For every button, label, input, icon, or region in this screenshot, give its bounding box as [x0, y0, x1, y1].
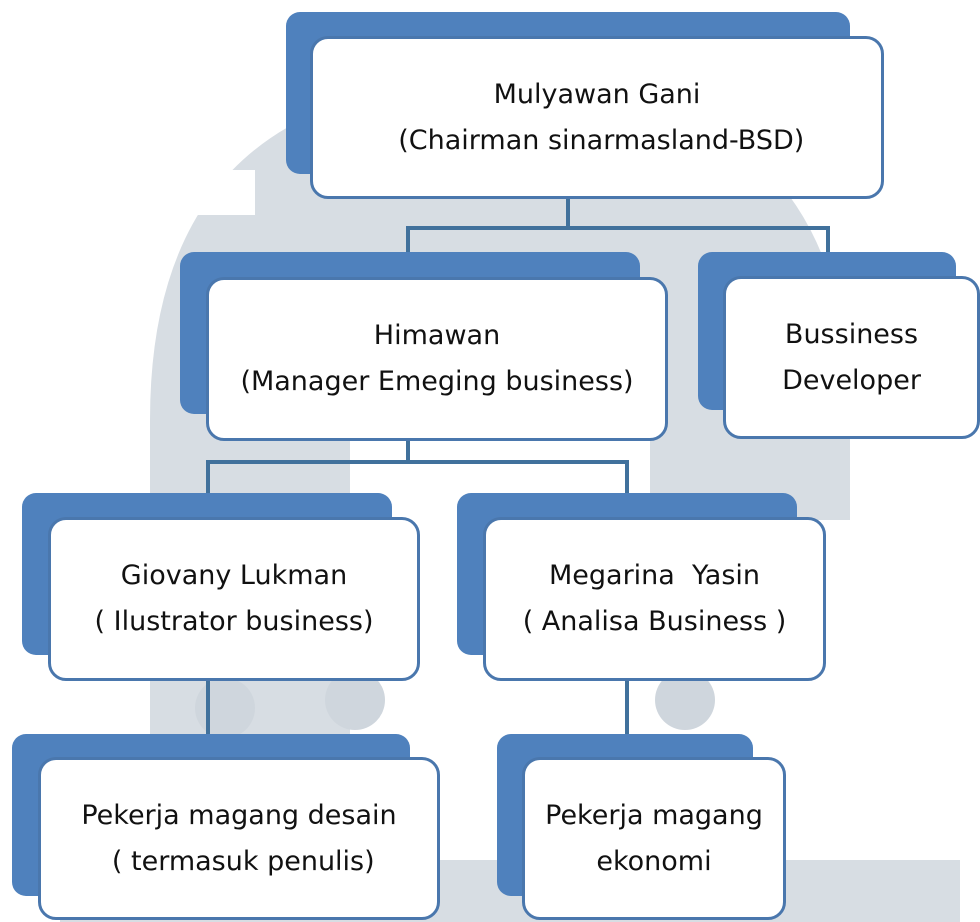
chairman-box: Mulyawan Gani (Chairman sinarmasland-BSD…	[310, 36, 884, 199]
chairman-name: Mulyawan Gani	[493, 78, 701, 110]
illustrator-name: Giovany Lukman	[120, 560, 348, 591]
intern-design-line-2: ( termasuk penulis)	[103, 845, 375, 877]
manager-name: Himawan	[373, 320, 501, 351]
illustrator-title: ( Ilustrator business)	[94, 606, 374, 637]
bizdev-box: Bussiness Developer	[723, 276, 980, 439]
analyst-name: Megarina Yasin	[548, 560, 761, 591]
intern-econ-box: Pekerja magang ekonomi	[522, 757, 786, 920]
bizdev-line-2: Developer	[782, 364, 921, 396]
intern-design-box: Pekerja magang desain ( termasuk penulis…	[38, 757, 440, 920]
illustrator-box: Giovany Lukman ( Ilustrator business)	[48, 517, 420, 681]
manager-box: Himawan (Manager Emeging business)	[206, 277, 668, 441]
analyst-title: ( Analisa Business )	[522, 606, 787, 637]
intern-econ-line-1: Pekerja magang	[545, 799, 763, 831]
intern-design-line-1: Pekerja magang desain	[81, 799, 397, 831]
intern-econ-line-2: ekonomi	[596, 845, 712, 877]
chairman-title: (Chairman sinarmasland-BSD)	[389, 124, 805, 156]
bizdev-line-1: Bussiness	[784, 318, 919, 350]
manager-title: (Manager Emeging business)	[240, 366, 634, 397]
analyst-box: Megarina Yasin ( Analisa Business )	[483, 517, 826, 681]
